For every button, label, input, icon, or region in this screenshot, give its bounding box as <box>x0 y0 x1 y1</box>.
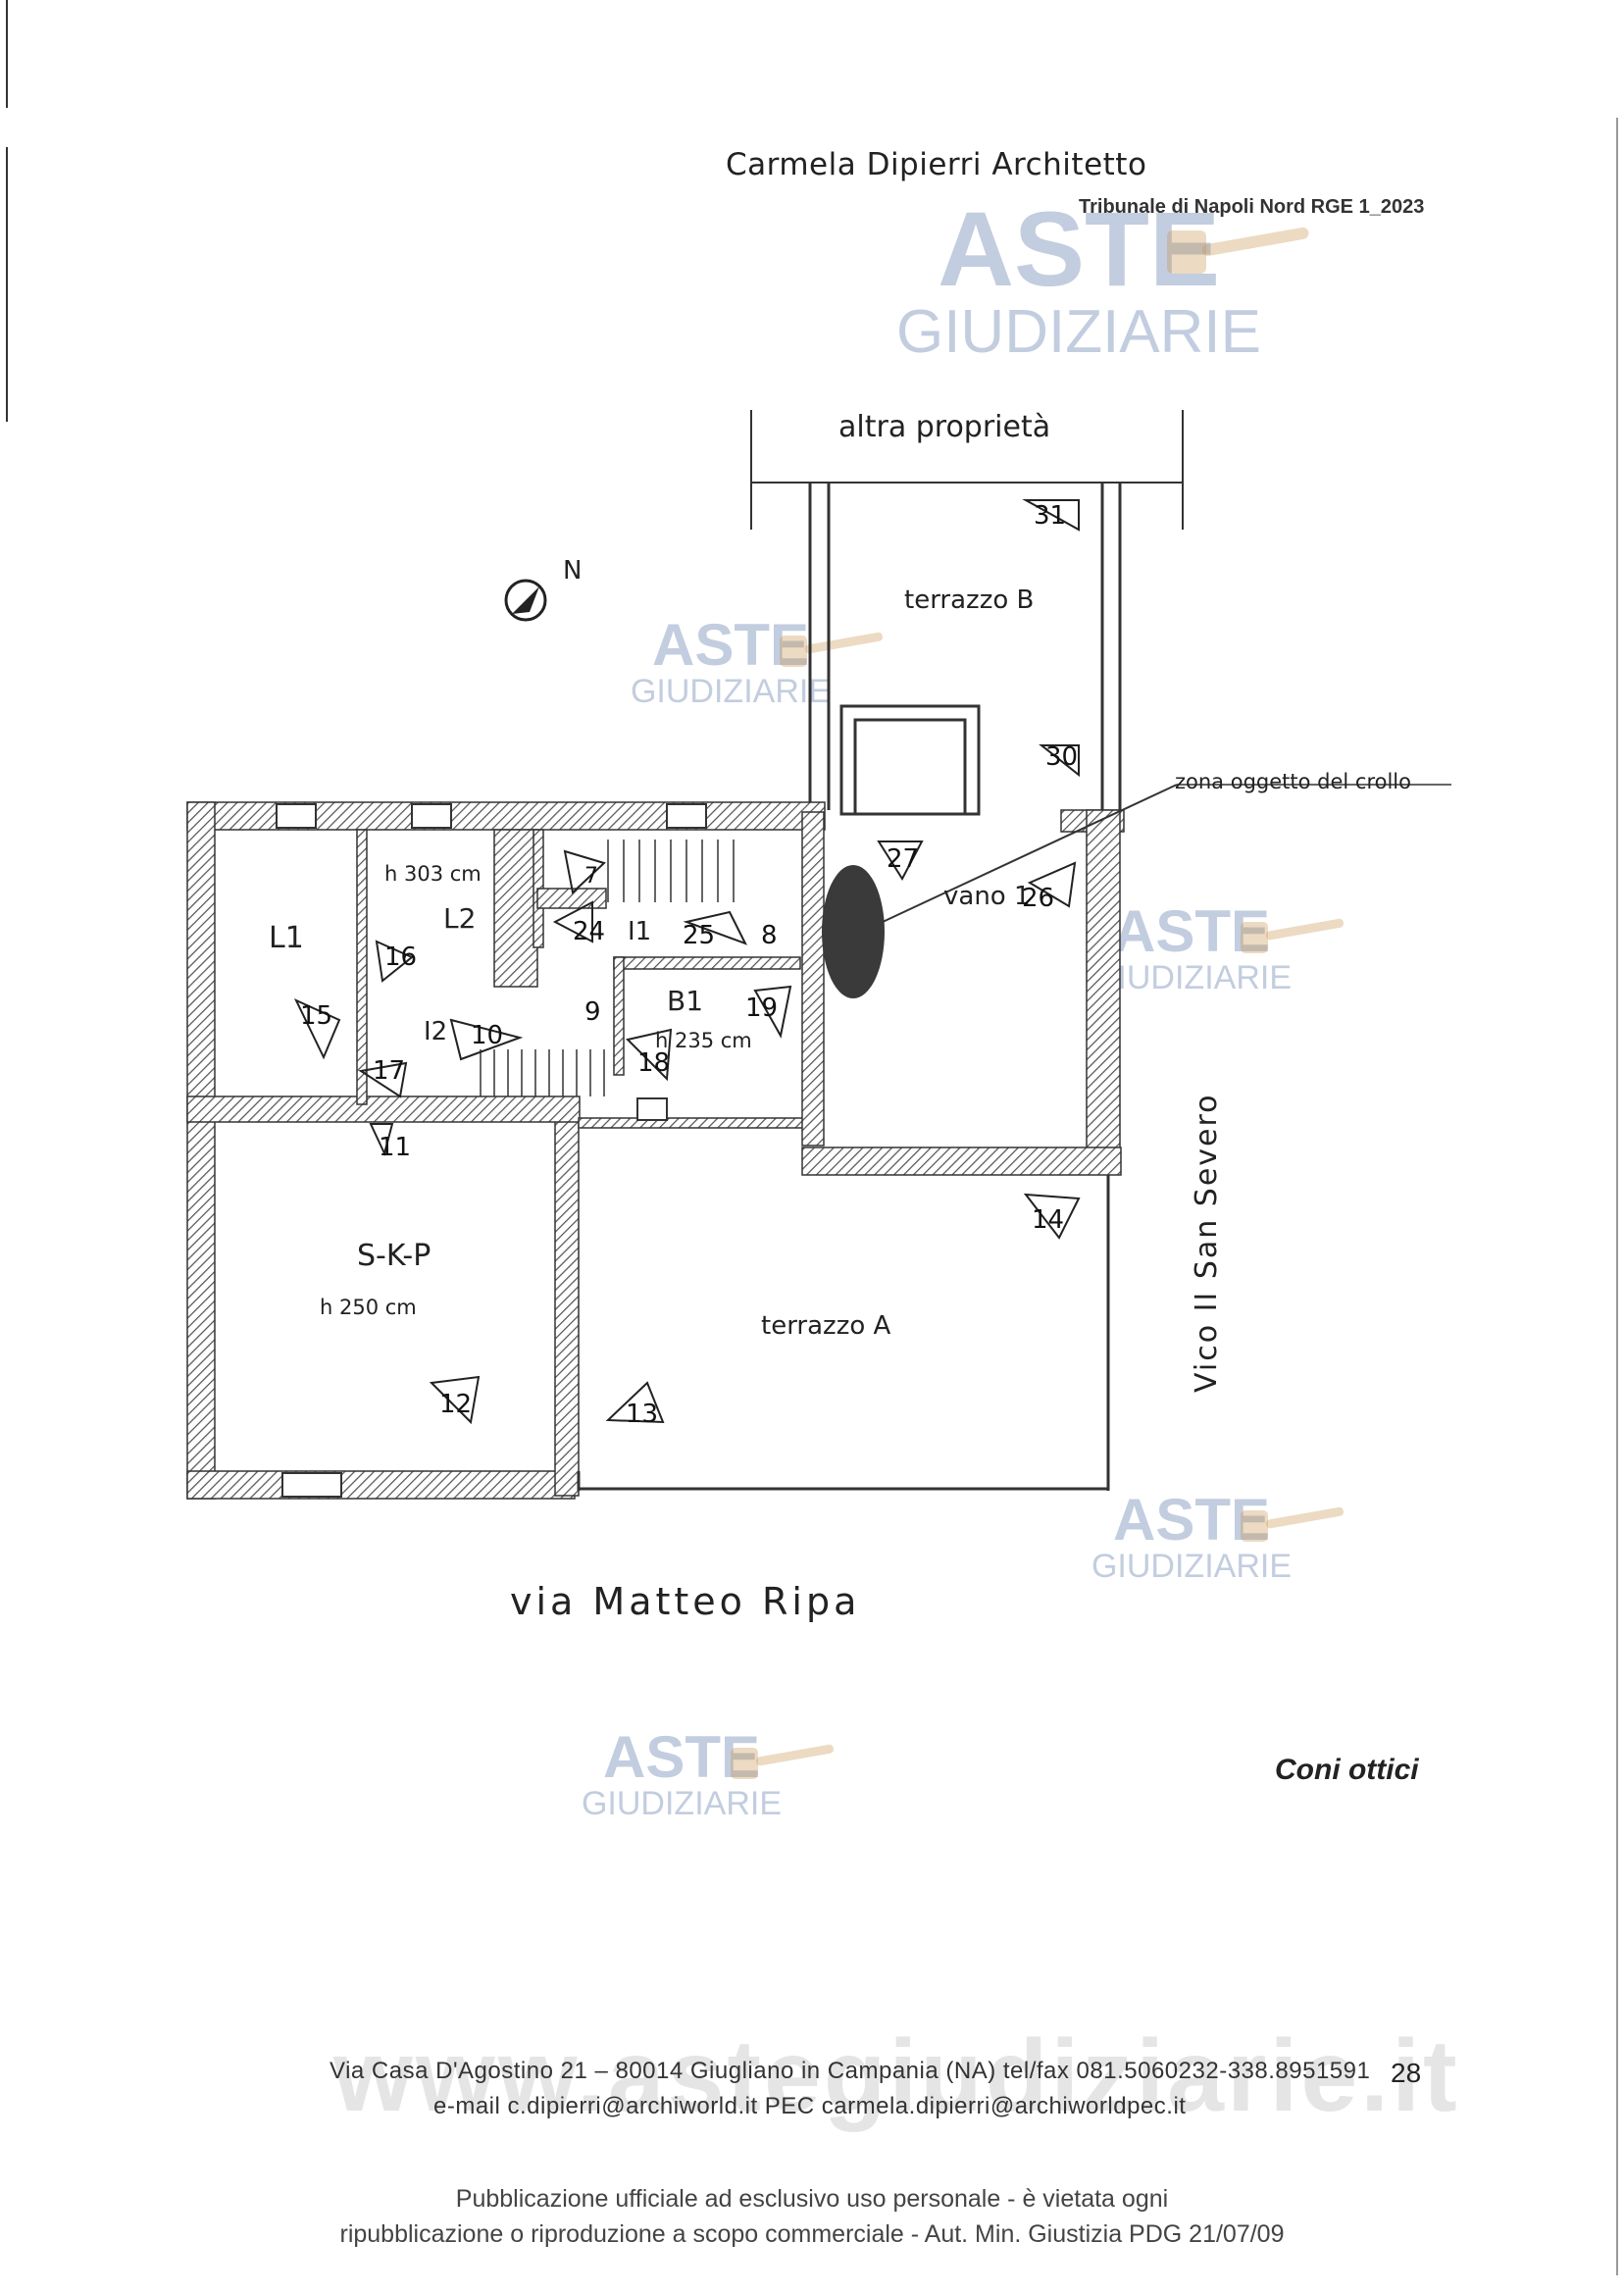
street-bottom-label: via Matteo Ripa <box>510 1580 860 1623</box>
author-name: Carmela Dipierri Architetto <box>726 147 1147 182</box>
room-skp-label: S-K-P <box>357 1239 431 1273</box>
svg-text:27: 27 <box>887 844 919 874</box>
svg-text:10: 10 <box>471 1021 503 1050</box>
svg-text:11: 11 <box>379 1133 411 1162</box>
stairs-upper <box>607 840 735 902</box>
svg-text:12: 12 <box>439 1390 472 1419</box>
view-cone-numbers: 7 8 9 10 11 12 13 14 15 16 17 18 19 24 2… <box>300 501 1078 1429</box>
room-b1-label: B1 <box>667 985 703 1017</box>
street-right-label: Vico II San Severo <box>1190 1093 1224 1393</box>
collapse-zone-label: zona oggetto del crollo <box>1175 770 1411 793</box>
terrace-b-walls <box>808 483 1122 816</box>
gavel-icon <box>1241 918 1345 953</box>
terrace-a-label: terrazzo A <box>761 1311 891 1341</box>
svg-text:8: 8 <box>761 921 778 950</box>
gavel-icon <box>731 1744 835 1779</box>
collapse-leader-line <box>882 784 1178 923</box>
room-i2-label: I2 <box>424 1017 447 1046</box>
scan-edge-left-lower <box>6 147 8 422</box>
scan-edge-left <box>6 0 8 108</box>
publication-notice-line2: ripubblicazione o riproduzione a scopo c… <box>339 2220 1285 2248</box>
room-i1-label: I1 <box>628 917 651 946</box>
footer-email: e-mail c.dipierri@archiworld.it PEC carm… <box>433 2093 1187 2119</box>
room-skp-height: h 250 cm <box>320 1296 417 1319</box>
terrace-b-label: terrazzo B <box>904 586 1034 615</box>
watermark-logo-mid-right: ASTE GIUDIZIARIE <box>1079 902 1345 994</box>
watermark-logo-lower-right: ASTE GIUDIZIARIE <box>1079 1491 1345 1583</box>
room-l2-label: L2 <box>443 902 476 935</box>
watermark-logo-top: ASTE GIUDIZIARIE <box>873 196 1309 363</box>
gavel-icon <box>1167 227 1309 274</box>
neighbour-label: altra proprietà <box>838 410 1050 444</box>
svg-text:30: 30 <box>1045 742 1078 772</box>
north-arrow-icon <box>504 579 547 622</box>
court-reference: Tribunale di Napoli Nord RGE 1_2023 <box>1079 196 1425 218</box>
watermark-logo-mid-left: ASTE GIUDIZIARIE <box>618 616 884 708</box>
svg-text:17: 17 <box>373 1056 405 1086</box>
gavel-icon <box>780 632 884 667</box>
svg-text:18: 18 <box>637 1048 670 1078</box>
gavel-icon <box>1241 1506 1345 1542</box>
north-label: N <box>563 556 582 586</box>
svg-text:19: 19 <box>745 994 778 1023</box>
svg-text:9: 9 <box>584 997 601 1027</box>
neighbour-boundary <box>750 410 1184 530</box>
collapse-area <box>822 865 885 998</box>
svg-text:24: 24 <box>573 917 605 946</box>
publication-notice-line1: Pubblicazione ufficiale ad esclusivo uso… <box>455 2185 1169 2213</box>
floor-plan: altra proprietà terrazzo B <box>186 410 1451 1623</box>
svg-text:7: 7 <box>584 864 598 889</box>
windows <box>276 803 707 1498</box>
svg-text:16: 16 <box>384 943 417 972</box>
watermark-logo-lower-left: ASTE GIUDIZIARIE <box>569 1728 835 1820</box>
svg-text:31: 31 <box>1034 501 1066 531</box>
scan-edge-right <box>1616 118 1618 2275</box>
svg-text:15: 15 <box>300 1001 332 1031</box>
terrace-a-outline <box>577 1175 1110 1491</box>
svg-text:14: 14 <box>1032 1205 1064 1235</box>
svg-text:26: 26 <box>1022 884 1054 913</box>
room-l1-label: L1 <box>269 921 304 955</box>
footer-address: Via Casa D'Agostino 21 – 80014 Giugliano… <box>330 2058 1371 2084</box>
svg-text:25: 25 <box>683 921 715 950</box>
room-l2-height: h 303 cm <box>384 862 482 886</box>
page-number: 28 <box>1391 2058 1422 2088</box>
room-vano-label: vano 1 <box>943 882 1031 911</box>
watermark-site: www.astegiudiziarie.it <box>333 2019 1460 2133</box>
svg-text:13: 13 <box>626 1400 658 1429</box>
view-cones <box>293 499 1081 1425</box>
caption-coni-ottici: Coni ottici <box>1275 1754 1419 1786</box>
stairs-lower <box>480 1049 605 1096</box>
